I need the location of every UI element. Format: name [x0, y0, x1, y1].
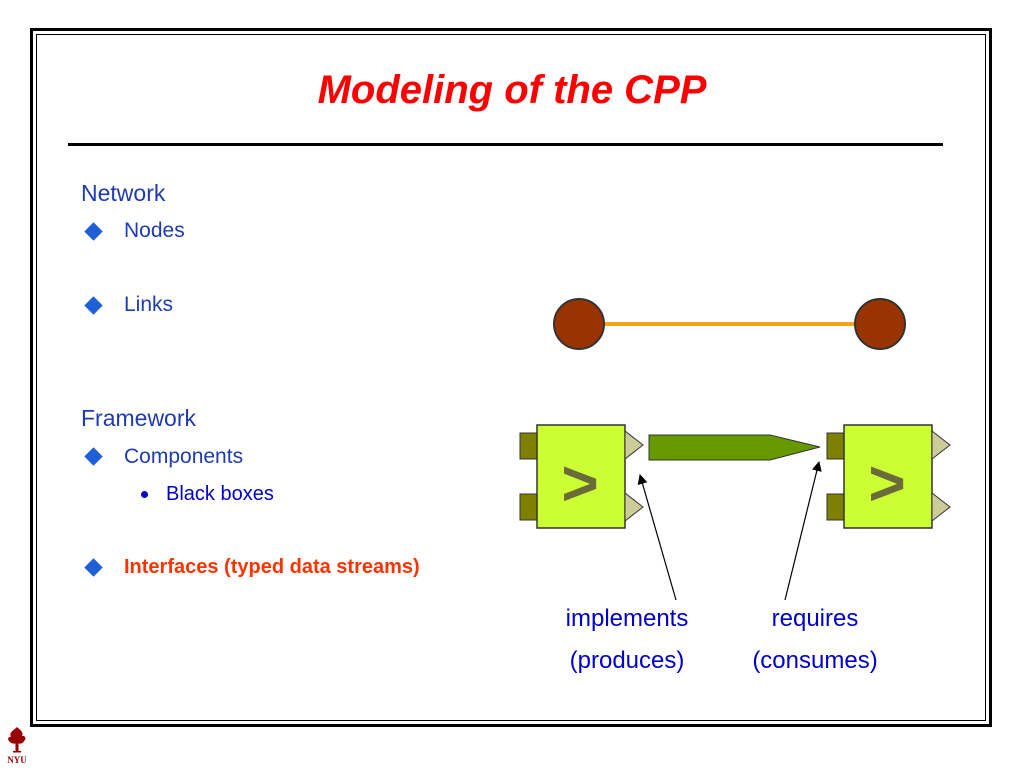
bullet-interfaces: Interfaces (typed data streams) [124, 556, 420, 578]
output-port-top [624, 429, 644, 461]
title-divider [68, 143, 943, 146]
network-heading: Network [81, 180, 166, 206]
component-right: > [826, 424, 951, 529]
slide-frame-inner [36, 34, 986, 721]
output-port-bottom [931, 491, 951, 523]
component-symbol: > [868, 447, 905, 519]
requires-label: requires [771, 605, 859, 632]
data-stream-arrow [648, 434, 821, 461]
component-box [536, 424, 626, 529]
network-node-right [854, 298, 906, 350]
requires-pointer-arrow [784, 461, 822, 601]
framework-heading: Framework [81, 405, 197, 431]
output-port-top [931, 429, 951, 461]
implements-label: implements [565, 605, 689, 632]
svg-text:NYU: NYU [7, 755, 27, 765]
output-port-bottom [624, 491, 644, 523]
bullet-black-boxes: Black boxes [166, 483, 274, 505]
slide-title: Modeling of the CPP [317, 68, 707, 112]
component-box [843, 424, 933, 529]
bullet-nodes: Nodes [124, 219, 185, 242]
network-node-left [553, 298, 605, 350]
consumes-label: (consumes) [752, 647, 878, 674]
bullet-dot-icon [141, 491, 148, 498]
produces-label: (produces) [569, 647, 685, 674]
nyu-torch-logo: NYU [3, 725, 31, 765]
bullet-links: Links [124, 293, 174, 316]
implements-pointer-arrow [637, 474, 677, 601]
slide-frame-outer [30, 28, 992, 727]
component-left: > [519, 424, 644, 529]
component-symbol: > [561, 447, 598, 519]
bullet-components: Components [124, 445, 244, 468]
